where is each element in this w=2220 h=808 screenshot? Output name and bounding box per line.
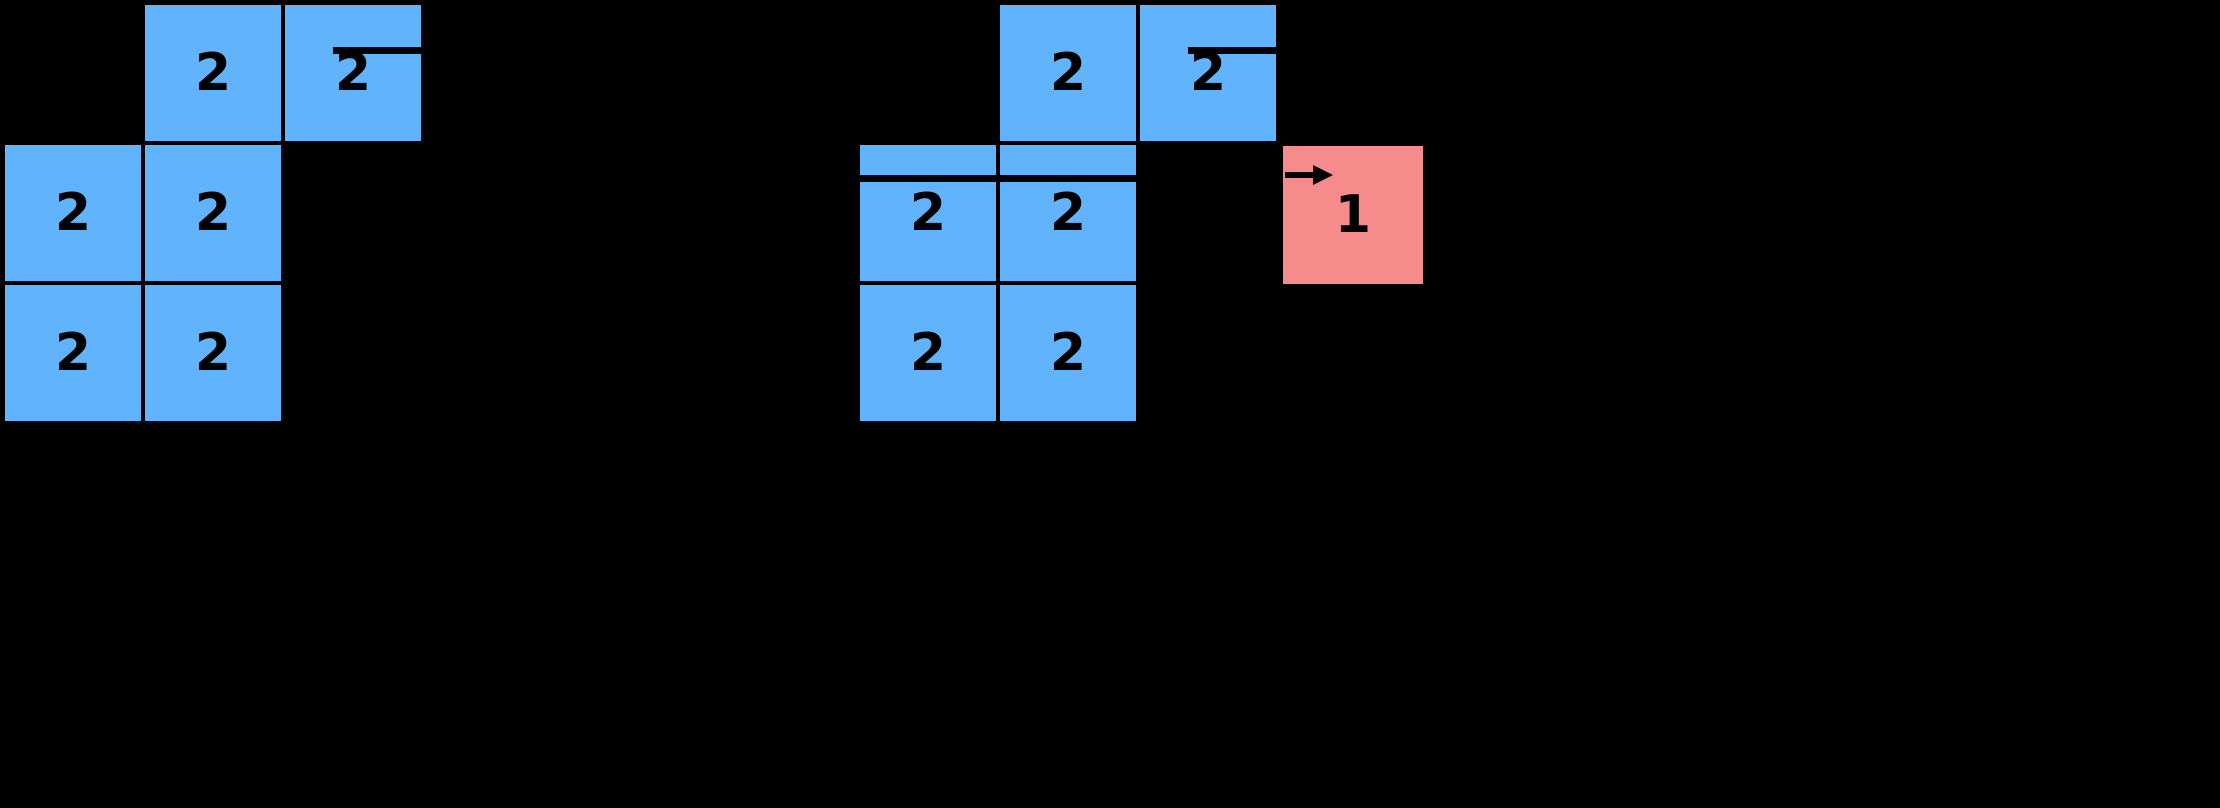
grid-cell[interactable]: 2 bbox=[858, 143, 998, 283]
grid-cell[interactable]: 2 bbox=[3, 143, 143, 283]
grid-cell[interactable]: 2 bbox=[998, 283, 1138, 423]
grid-cell[interactable]: 2 bbox=[143, 143, 283, 283]
highlight-cell[interactable]: 1 bbox=[1283, 146, 1423, 284]
grid-cell[interactable]: 2 bbox=[998, 143, 1138, 283]
cell-value: 2 bbox=[909, 183, 947, 243]
cell-value: 2 bbox=[1049, 183, 1087, 243]
grid-cell[interactable]: 2 bbox=[858, 283, 998, 423]
cell-value: 2 bbox=[54, 183, 92, 243]
grid-cell[interactable]: 2 bbox=[3, 283, 143, 423]
merge-indicator-line bbox=[333, 47, 425, 54]
cell-value: 2 bbox=[1049, 323, 1087, 383]
cell-value: 2 bbox=[194, 43, 232, 103]
cell-value: 2 bbox=[194, 183, 232, 243]
grid-cell[interactable]: 2 bbox=[998, 3, 1138, 143]
merge-indicator-line bbox=[858, 175, 1139, 182]
cell-value: 2 bbox=[1189, 43, 1227, 103]
cell-value: 2 bbox=[54, 323, 92, 383]
merge-indicator-line bbox=[1188, 47, 1280, 54]
cell-value: 1 bbox=[1334, 185, 1372, 245]
grid-cell[interactable]: 2 bbox=[143, 283, 283, 423]
cell-value: 2 bbox=[194, 323, 232, 383]
cell-value: 2 bbox=[334, 43, 372, 103]
grid-cell[interactable]: 2 bbox=[1138, 3, 1278, 143]
grid-cell[interactable]: 2 bbox=[143, 3, 283, 143]
cell-value: 2 bbox=[909, 323, 947, 383]
cell-value: 2 bbox=[1049, 43, 1087, 103]
grid-cell[interactable]: 2 bbox=[283, 3, 423, 143]
